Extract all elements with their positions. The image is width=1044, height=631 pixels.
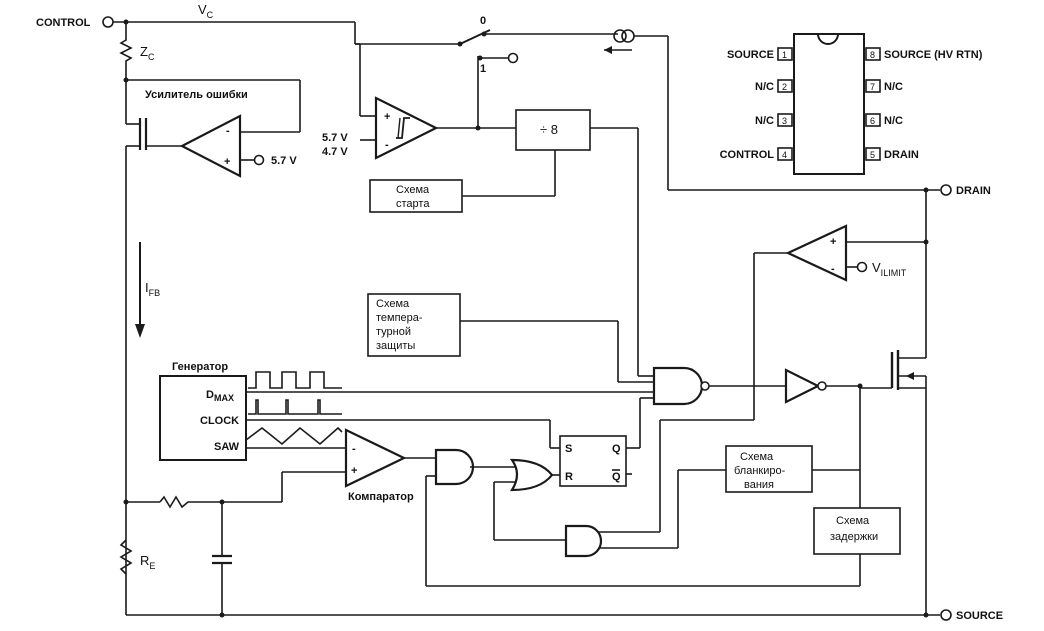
- svg-text:+: +: [351, 465, 357, 477]
- svg-text:Схема: Схема: [740, 451, 774, 463]
- zc-label: ZC: [140, 44, 155, 62]
- svg-text:R: R: [565, 471, 573, 483]
- switch-1-label: 1: [480, 63, 486, 75]
- source-terminal: [940, 609, 952, 621]
- svg-text:защиты: защиты: [376, 340, 415, 352]
- div8-label: ÷ 8: [540, 122, 558, 137]
- svg-text:7: 7: [870, 82, 875, 92]
- hysteresis-comparator: [374, 96, 439, 160]
- svg-text:6: 6: [870, 116, 875, 126]
- divide-by-8-block: [515, 109, 591, 151]
- svg-text:CONTROL: CONTROL: [720, 149, 775, 161]
- svg-text:1: 1: [782, 50, 787, 60]
- control-terminal: [102, 16, 114, 28]
- svg-text:SOURCE: SOURCE: [727, 49, 774, 61]
- thermal-protection-block: [367, 293, 461, 357]
- re-label: RE: [140, 553, 155, 571]
- nand-gate: [652, 366, 704, 406]
- svg-text:8: 8: [870, 50, 875, 60]
- and-gate-2: [564, 524, 603, 558]
- svg-text:5: 5: [870, 150, 875, 160]
- vc-label: VC: [198, 2, 214, 20]
- svg-text:Q: Q: [612, 443, 621, 455]
- svg-text:N/C: N/C: [755, 81, 774, 93]
- svg-text:DRAIN: DRAIN: [884, 149, 919, 161]
- generator-label: Генератор: [172, 361, 228, 373]
- error-amp-label: Усилитель ошибки: [145, 89, 248, 101]
- and-gate-1: [434, 448, 475, 486]
- svg-text:CLOCK: CLOCK: [200, 415, 239, 427]
- svg-text:Схема: Схема: [376, 298, 410, 310]
- ref-57b-label: 5.7 V: [322, 132, 348, 144]
- zc-resistor: [119, 36, 133, 80]
- drain-label: DRAIN: [956, 185, 991, 197]
- svg-text:турной: турной: [376, 326, 411, 338]
- startup-block: [369, 179, 463, 213]
- ref-47-label: 4.7 V: [322, 146, 348, 158]
- svg-text:Q: Q: [612, 471, 621, 483]
- svg-text:Схема: Схема: [396, 184, 430, 196]
- svg-text:-: -: [352, 443, 356, 455]
- svg-text:DMAX: DMAX: [206, 389, 234, 403]
- svg-text:-: -: [226, 125, 230, 137]
- ref-57-label: 5.7 V: [271, 155, 297, 167]
- blanking-block: [725, 445, 813, 493]
- or-gate: [509, 458, 554, 492]
- drain-terminal: [940, 184, 952, 196]
- switch-0-label: 0: [480, 15, 486, 27]
- control-label: CONTROL: [36, 17, 91, 29]
- svg-text:задержки: задержки: [830, 531, 878, 543]
- svg-text:+: +: [830, 236, 836, 248]
- svg-text:3: 3: [782, 116, 787, 126]
- svg-text:темпера-: темпера-: [376, 312, 423, 324]
- pwm-comparator: [344, 428, 407, 488]
- svg-text:N/C: N/C: [884, 81, 903, 93]
- filter-resistor: [159, 495, 220, 509]
- svg-text:SOURCE (HV RTN): SOURCE (HV RTN): [884, 49, 983, 61]
- svg-text:-: -: [385, 139, 389, 151]
- sr-flipflop: [559, 435, 627, 487]
- svg-text:4: 4: [782, 150, 787, 160]
- error-amplifier: [179, 114, 242, 178]
- svg-text:-: -: [831, 263, 835, 275]
- oscillator-block: [159, 375, 247, 461]
- svg-text:+: +: [224, 156, 230, 168]
- ic-package: 1 2 3 4 8 7 6 5 SOURCE N/C N/C CONTROL S…: [720, 33, 983, 175]
- gate-driver: [784, 368, 821, 404]
- svg-text:Схема: Схема: [836, 515, 870, 527]
- ifb-label: IFB: [145, 280, 160, 298]
- svg-text:+: +: [384, 111, 390, 123]
- comparator-label: Компаратор: [348, 491, 414, 503]
- svg-text:вания: вания: [744, 479, 774, 491]
- re-resistor: [119, 539, 133, 575]
- svg-text:бланкиро-: бланкиро-: [734, 465, 786, 477]
- source-label: SOURCE: [956, 610, 1003, 622]
- svg-text:N/C: N/C: [884, 115, 903, 127]
- svg-text:2: 2: [782, 82, 787, 92]
- delay-block: [813, 507, 901, 555]
- current-limit-comparator: [785, 224, 848, 282]
- svg-text:SAW: SAW: [214, 441, 240, 453]
- svg-text:S: S: [565, 443, 572, 455]
- ilimit-label: VILIMIT: [872, 260, 907, 278]
- svg-text:старта: старта: [396, 198, 430, 210]
- svg-text:N/C: N/C: [755, 115, 774, 127]
